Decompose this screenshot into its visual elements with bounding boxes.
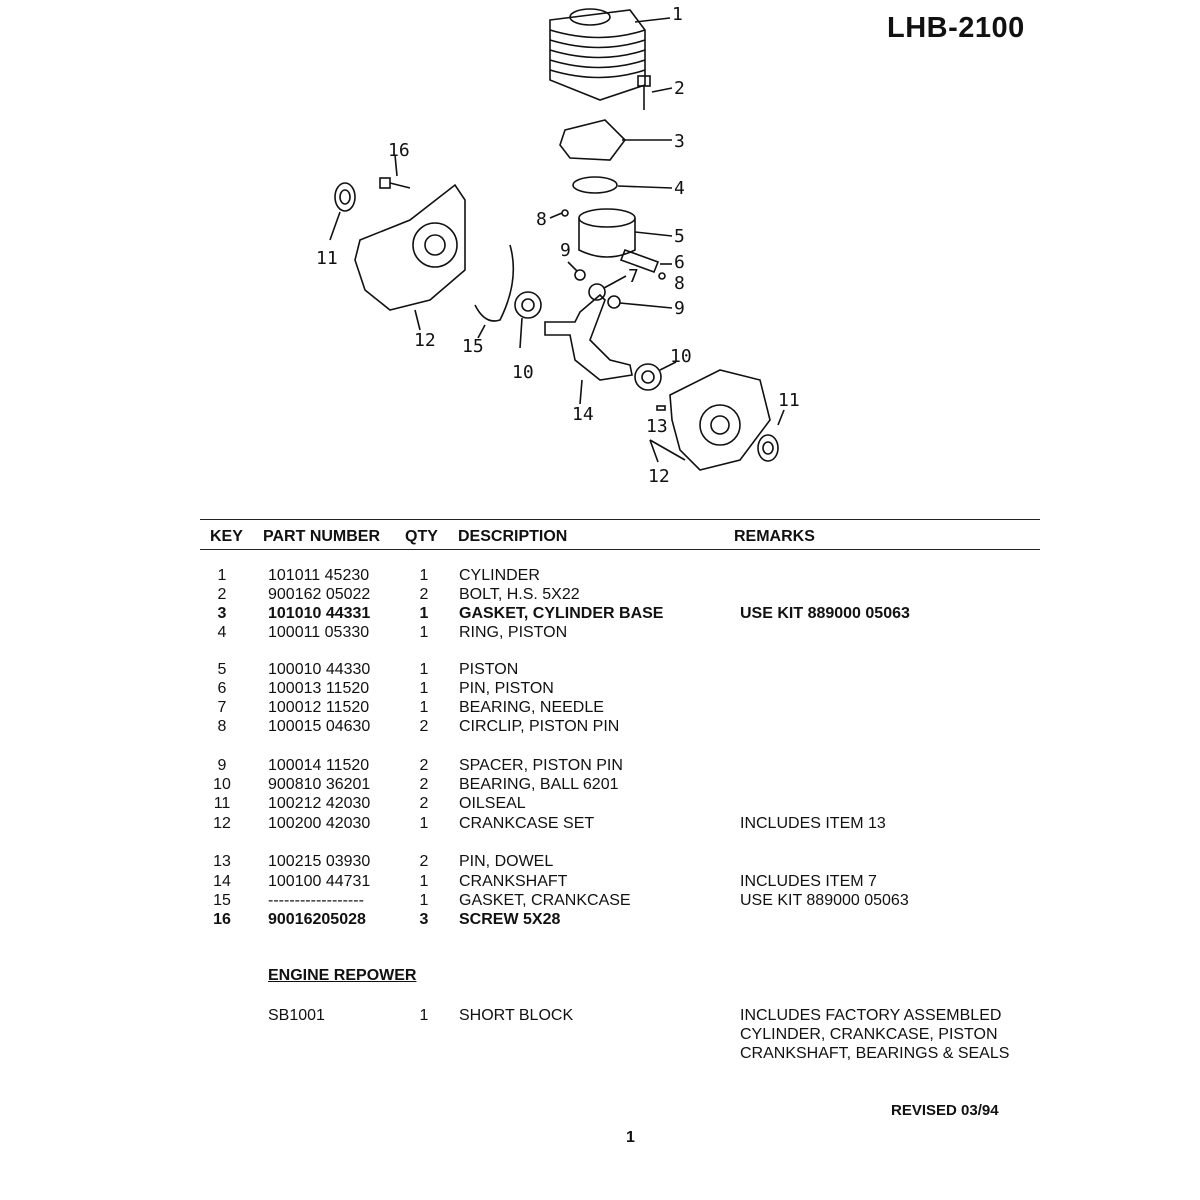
header-key: KEY <box>210 528 243 545</box>
header-description: DESCRIPTION <box>458 528 568 545</box>
repower-remarks-line3: CRANKSHAFT, BEARINGS & SEALS <box>740 1045 1010 1062</box>
left-crankcase-drawing <box>354 183 466 331</box>
callout-labels: 1 2 3 4 5 6 7 8 8 9 9 10 10 11 11 12 12 … <box>316 4 800 487</box>
callout-1: 1 <box>672 4 683 25</box>
callout-14: 14 <box>572 404 594 425</box>
callout-9b: 9 <box>674 298 685 319</box>
engine-repower-heading: ENGINE REPOWER <box>268 967 417 984</box>
crankshaft-drawing <box>544 293 633 405</box>
repower-desc: SHORT BLOCK <box>459 1007 574 1024</box>
screw-drawing <box>379 154 411 189</box>
piston-drawing <box>578 208 673 258</box>
repower-remarks-line1: INCLUDES FACTORY ASSEMBLED <box>740 1007 1002 1024</box>
exploded-parts-diagram: 1 2 3 4 5 6 7 8 8 9 9 10 10 11 11 12 12 … <box>316 4 800 487</box>
repower-remarks-row: CYLINDER, CRANKCASE, PISTON <box>0 1025 1200 1044</box>
repower-part: SB1001 <box>268 1007 325 1024</box>
callout-2: 2 <box>674 78 685 99</box>
cylinder-drawing <box>549 8 671 101</box>
oilseal-left-drawing <box>334 182 356 212</box>
ball-bearing-right-drawing <box>634 363 662 391</box>
callout-13: 13 <box>646 416 668 437</box>
callout-10a: 10 <box>512 362 534 383</box>
revision-date: REVISED 03/94 <box>891 1102 999 1119</box>
table-top-rule <box>200 519 1040 520</box>
callout-15: 15 <box>462 336 484 357</box>
header-qty: QTY <box>405 528 438 545</box>
callout-10b: 10 <box>670 346 692 367</box>
piston-ring-drawing <box>572 176 618 194</box>
header-remarks: REMARKS <box>734 528 815 545</box>
ball-bearing-left-drawing <box>514 291 542 319</box>
callout-4: 4 <box>674 178 685 199</box>
crankcase-gasket-drawing <box>474 244 515 322</box>
callout-7: 7 <box>628 266 639 287</box>
callout-8b: 8 <box>674 273 685 294</box>
callout-3: 3 <box>674 131 685 152</box>
oilseal-right-drawing <box>757 434 779 462</box>
gasket-drawing <box>559 119 627 161</box>
page-number: 1 <box>626 1129 635 1146</box>
callout-8a: 8 <box>536 209 547 230</box>
callout-9a: 9 <box>560 240 571 261</box>
callout-12a: 12 <box>414 330 436 351</box>
table-header-rule <box>200 549 1040 550</box>
header-part-number: PART NUMBER <box>263 528 381 545</box>
callout-12b: 12 <box>648 466 670 487</box>
callout-11b: 11 <box>778 390 800 411</box>
right-crankcase-drawing <box>649 369 771 471</box>
callout-11a: 11 <box>316 248 338 269</box>
bolt-drawing <box>637 75 673 110</box>
repower-qty: 1 <box>419 1007 429 1024</box>
piston-pin-drawing <box>619 248 672 274</box>
repower-row: SB1001 1 SHORT BLOCK INCLUDES FACTORY AS… <box>0 1006 1200 1025</box>
callout-6: 6 <box>674 252 685 273</box>
callout-5: 5 <box>674 226 685 247</box>
repower-remarks-row: CRANKSHAFT, BEARINGS & SEALS <box>0 1044 1200 1063</box>
repower-remarks-line2: CYLINDER, CRANKCASE, PISTON <box>740 1026 998 1043</box>
model-title: LHB-2100 <box>887 12 1025 44</box>
callout-16: 16 <box>388 140 410 161</box>
